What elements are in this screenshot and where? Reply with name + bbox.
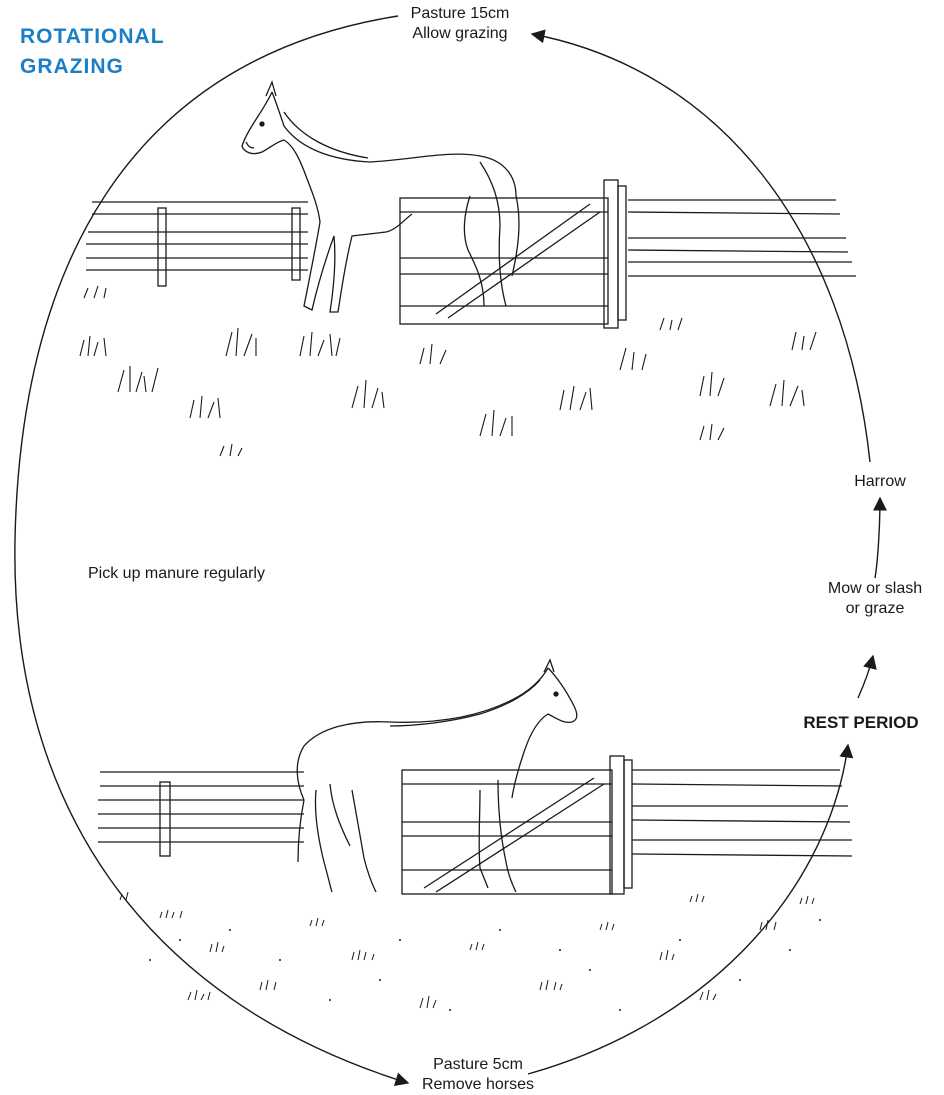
upper-gate <box>400 180 626 328</box>
label-mow-or-slash: Mow or slash or graze <box>808 579 942 619</box>
lower-ground-texture <box>149 919 821 1011</box>
upper-fence <box>86 200 856 286</box>
arc-rest-to-mow <box>858 656 873 698</box>
label-pick-up-manure: Pick up manure regularly <box>88 564 308 584</box>
arc-mow-to-harrow <box>875 498 880 578</box>
lower-fence <box>98 770 852 856</box>
lower-short-grass <box>120 892 814 1008</box>
arc-bottom-to-rest <box>528 745 848 1074</box>
label-pasture-5cm-line1: Pasture 5cm <box>408 1055 548 1075</box>
upper-horse <box>242 82 519 312</box>
label-rest-period: REST PERIOD <box>786 713 936 733</box>
upper-pasture-illustration <box>80 82 856 456</box>
cycle-arcs <box>15 16 880 1083</box>
upper-long-grass <box>80 286 816 456</box>
label-pasture-5cm: Pasture 5cm Remove horses <box>408 1055 548 1095</box>
label-pasture-5cm-line2: Remove horses <box>408 1075 548 1095</box>
label-harrow: Harrow <box>830 472 930 492</box>
label-pasture-15cm: Pasture 15cm Allow grazing <box>390 4 530 44</box>
label-mow-line2: or graze <box>808 599 942 619</box>
lower-pasture-illustration <box>98 660 852 1011</box>
arc-top-to-bottom-left <box>15 16 408 1083</box>
label-mow-line1: Mow or slash <box>808 579 942 599</box>
label-pasture-15cm-line1: Pasture 15cm <box>390 4 530 24</box>
label-pasture-15cm-line2: Allow grazing <box>390 24 530 44</box>
lower-horse <box>297 660 577 892</box>
arc-harrow-to-top <box>532 34 870 462</box>
